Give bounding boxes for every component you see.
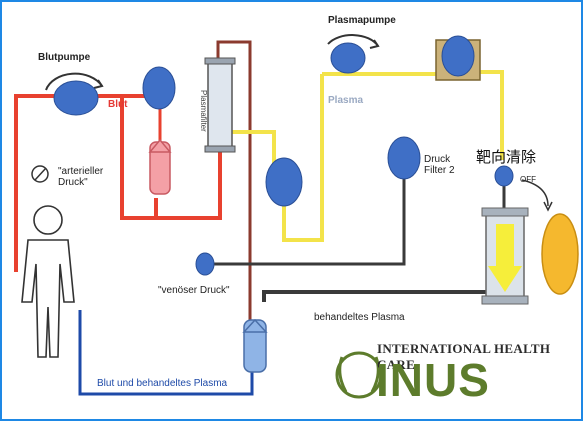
plasma-line (232, 130, 276, 177)
logo-emblem (335, 351, 383, 399)
plasma-line-right (476, 70, 504, 160)
return-line (78, 310, 254, 396)
blood-line-filter (156, 142, 222, 220)
pressure-filter2-label: Druck Filter 2 (424, 154, 455, 176)
arterial-pressure-label: "arterieller Druck" (58, 166, 104, 188)
blood-line-down (120, 96, 158, 220)
blood-pump-dot (53, 80, 99, 116)
plasma-pump-dot (330, 42, 366, 74)
plasma-label: Plasma (328, 95, 364, 106)
venous-pressure-label: "venöser Druck" (158, 285, 230, 296)
filter-outlet-dot (494, 165, 514, 187)
brand-tagline: INTERNATIONAL HEALTH CARE (377, 341, 551, 372)
off-label: OFF (520, 175, 536, 184)
blood-sensor-dot (142, 66, 176, 110)
drip-chamber-venous (242, 318, 268, 373)
treated-plasma-line (262, 290, 486, 302)
treated-plasma-label: behandeltes Plasma (314, 312, 405, 323)
plasma-pump-rotor (327, 34, 380, 49)
waste-bag (541, 213, 579, 295)
plasma-pump-label: Plasmapumpe (328, 15, 396, 26)
blood-line (14, 94, 54, 272)
plasma-filter-label: Plasmafilter (199, 90, 208, 132)
target-clear-label: 靶向清除 (476, 148, 537, 166)
venous-pressure-dot (195, 252, 215, 276)
blood-pump-rotor (45, 72, 104, 91)
plasma-filter-column (204, 57, 236, 153)
blood-line-top (98, 82, 150, 98)
venous-line (212, 174, 406, 266)
component-dots (53, 35, 514, 276)
patient-figure (21, 205, 75, 358)
drip-chamber-arterial (148, 138, 172, 195)
blood-and-treated-plasma-label: Blut und behandeltes Plasma (97, 378, 228, 389)
blood-line-top2 (216, 40, 252, 322)
off-arrow (521, 179, 549, 207)
arterial-gauge (31, 165, 49, 183)
brand-logo-text: INUS (376, 354, 490, 406)
pressure-filter2-dot (387, 136, 421, 180)
plasma-pressure-dot (265, 157, 303, 207)
plasma-line-down (282, 74, 324, 242)
blood-label: Blut (108, 99, 128, 110)
blood-pump-label: Blutpumpe (38, 52, 91, 63)
heater-dot (441, 35, 475, 77)
adsorber-column (481, 207, 529, 305)
